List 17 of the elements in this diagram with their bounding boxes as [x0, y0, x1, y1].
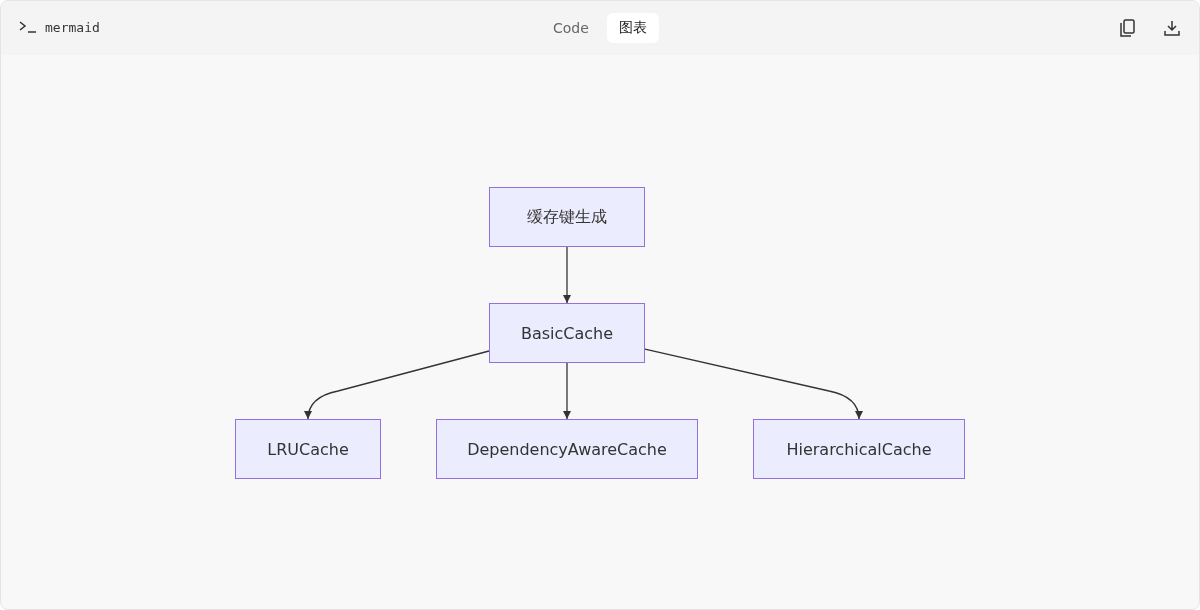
arrow — [563, 246, 571, 304]
arrow — [644, 348, 863, 420]
node-label: 缓存键生成 — [527, 206, 607, 228]
process-box — [753, 419, 965, 479]
node-label: BasicCache — [520, 323, 614, 343]
node-label: DependencyAwareCache — [467, 439, 667, 459]
node-label: HierarchicalCache — [786, 439, 932, 459]
process-box — [235, 419, 381, 479]
arrow — [563, 362, 571, 420]
process-box — [436, 419, 698, 479]
arrow — [304, 350, 490, 420]
view-tab: Code — [541, 13, 601, 43]
process-box — [489, 303, 645, 363]
process-box — [489, 187, 645, 247]
language-label: mermaid — [45, 20, 100, 35]
view-tab: 图表 — [606, 13, 659, 43]
node-label: LRUCache — [267, 439, 349, 459]
